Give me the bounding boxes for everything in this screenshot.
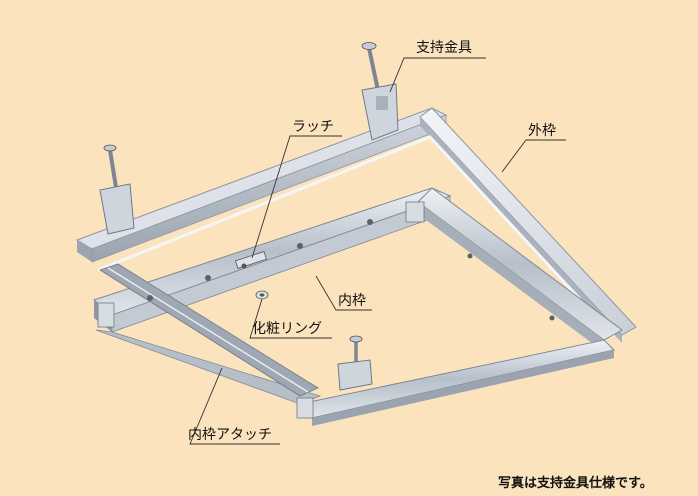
- support-bracket-bottom: [337, 335, 373, 391]
- latch: [234, 251, 268, 269]
- label-inner-frame: 内枠: [338, 293, 366, 309]
- leader-lines: [189, 57, 566, 445]
- label-decorative-ring: 化粧リング: [252, 321, 322, 337]
- support-bracket-top: [361, 42, 399, 141]
- inner-frame-attachment: [99, 263, 319, 397]
- label-outer-frame: 外枠: [528, 123, 556, 139]
- inner-frame: [92, 187, 623, 426]
- label-latch: ラッチ: [292, 119, 334, 135]
- support-bracket-left: [99, 144, 135, 235]
- label-support-bracket: 支持金具: [416, 40, 472, 56]
- label-inner-frame-attachment: 内枠アタッチ: [188, 427, 272, 443]
- photo-caption: 写真は支持金具仕様です。: [498, 476, 653, 491]
- decorative-ring: [255, 290, 269, 300]
- outer-frame: [75, 107, 637, 343]
- screw-holes: [147, 219, 555, 321]
